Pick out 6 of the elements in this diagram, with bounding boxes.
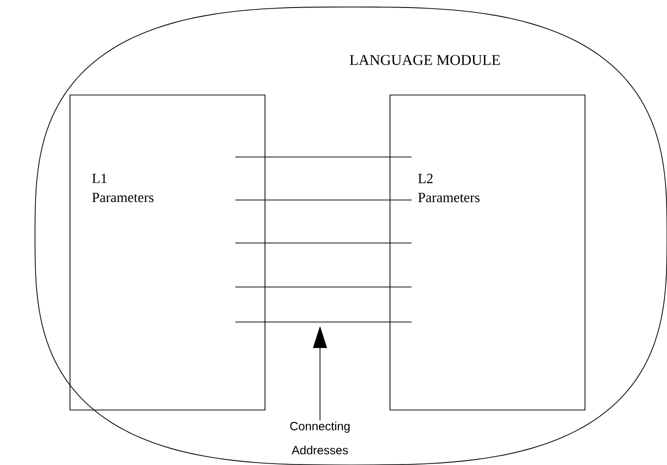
parameter-box: L2 Parameters (390, 94, 586, 410)
connecting-line (235, 242, 412, 244)
connecting-line (235, 156, 412, 158)
caption-text: Connecting Addresses (290, 422, 350, 454)
parameter-box: L1 Parameters (70, 94, 266, 410)
connecting-line (235, 286, 412, 288)
